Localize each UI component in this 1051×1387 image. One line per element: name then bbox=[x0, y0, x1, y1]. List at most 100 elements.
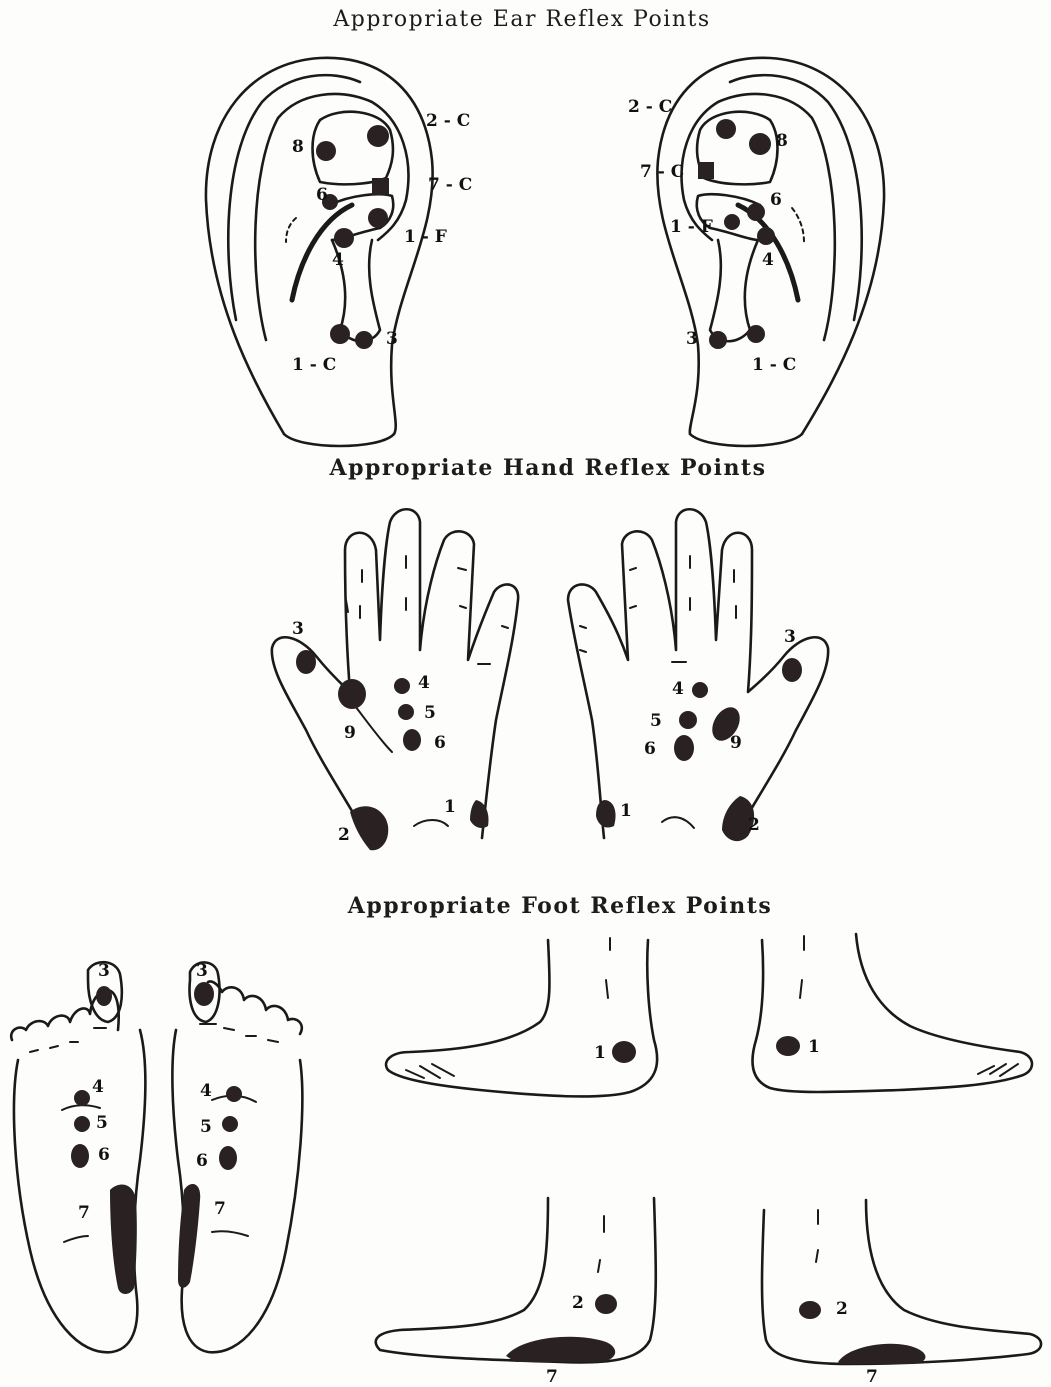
right-ear-point-7c bbox=[698, 162, 714, 179]
right-hand-label-9: 9 bbox=[730, 733, 742, 753]
side-foot-bottom-right-label-7: 7 bbox=[866, 1367, 878, 1387]
right-ear-label-1c: 1 - C bbox=[752, 355, 796, 375]
left-ear-label-4: 4 bbox=[332, 250, 344, 270]
left-ear-dash bbox=[286, 218, 296, 242]
side-foot-bottom-right: 2 7 bbox=[762, 1200, 1041, 1387]
right-ear-lobe bbox=[690, 434, 802, 446]
side-foot-top-left-point-1 bbox=[612, 1041, 636, 1063]
side-foot-bottom-right-point-2 bbox=[799, 1301, 821, 1319]
side-foot-bottom-left-point-7 bbox=[506, 1337, 615, 1362]
right-ear-label-6: 6 bbox=[770, 190, 782, 210]
left-hand-palm-line bbox=[352, 702, 392, 752]
right-ear-label-1f: 1 - F bbox=[670, 217, 713, 237]
right-sole-label-7: 7 bbox=[214, 1199, 226, 1219]
right-hand-label-6: 6 bbox=[644, 739, 656, 759]
left-sole-point-6 bbox=[71, 1144, 89, 1168]
left-hand-outline bbox=[272, 509, 518, 838]
left-ear-point-7c bbox=[372, 178, 389, 195]
left-hand-label-6: 6 bbox=[434, 733, 446, 753]
right-hand-point-6 bbox=[674, 735, 694, 761]
left-hand-point-2 bbox=[350, 806, 388, 850]
right-ear-dash bbox=[792, 208, 804, 242]
right-sole-label-3: 3 bbox=[196, 961, 208, 981]
left-ear-point-2c bbox=[367, 125, 389, 147]
hand-section-title: Appropriate Hand Reflex Points bbox=[329, 455, 767, 481]
left-sole-label-5: 5 bbox=[96, 1113, 108, 1133]
left-hand-point-9 bbox=[338, 679, 366, 709]
left-sole-label-3: 3 bbox=[98, 961, 110, 981]
left-ear-label-8: 8 bbox=[292, 137, 304, 157]
left-sole: 3 4 5 6 7 bbox=[11, 961, 145, 1352]
left-hand-wrist-mark bbox=[414, 820, 448, 826]
right-ear-label-7c: 7 - C bbox=[640, 162, 684, 182]
left-hand-label-3: 3 bbox=[292, 619, 304, 639]
right-hand-label-3: 3 bbox=[784, 627, 796, 647]
left-ear-label-2c: 2 - C bbox=[426, 111, 470, 131]
foot-section-title: Appropriate Foot Reflex Points bbox=[347, 893, 773, 919]
left-ear-point-4 bbox=[334, 228, 354, 248]
right-ear-label-4: 4 bbox=[762, 250, 774, 270]
left-ear-label-1c: 1 - C bbox=[292, 355, 336, 375]
right-hand-point-5 bbox=[679, 711, 697, 729]
side-foot-top-left-toes bbox=[406, 1064, 454, 1078]
right-ear-label-3: 3 bbox=[686, 329, 698, 349]
side-foot-top-right-point-1 bbox=[776, 1036, 800, 1056]
side-foot-bottom-left-label-2: 2 bbox=[572, 1293, 584, 1313]
right-hand-label-4: 4 bbox=[672, 679, 684, 699]
left-hand-label-9: 9 bbox=[344, 723, 356, 743]
left-sole-point-3 bbox=[96, 986, 112, 1006]
right-sole-toes bbox=[208, 981, 302, 1034]
right-hand-wrist-mark bbox=[662, 817, 694, 828]
right-ear-label-8: 8 bbox=[776, 131, 788, 151]
left-hand-point-4 bbox=[394, 678, 410, 694]
right-sole: 3 4 5 6 7 bbox=[172, 961, 302, 1352]
right-hand-point-3 bbox=[782, 658, 802, 682]
left-ear: 2 - C 8 7 - C 6 1 - F 4 3 1 - C bbox=[206, 58, 472, 446]
left-hand-point-3 bbox=[296, 650, 316, 674]
right-hand-point-1 bbox=[596, 800, 616, 828]
right-ear-point-1f bbox=[724, 214, 740, 230]
right-ear-point-4 bbox=[757, 227, 775, 245]
right-sole-toe-creases bbox=[200, 1024, 278, 1042]
side-foot-bottom-left: 2 7 bbox=[376, 1198, 656, 1387]
left-ear-label-6: 6 bbox=[316, 185, 328, 205]
right-hand-point-4 bbox=[692, 682, 708, 698]
side-foot-top-right-toes bbox=[978, 1064, 1018, 1076]
left-hand-label-4: 4 bbox=[418, 673, 430, 693]
left-ear-label-1f: 1 - F bbox=[404, 227, 447, 247]
side-foot-bottom-right-outline bbox=[762, 1200, 1041, 1364]
right-ear-outline bbox=[657, 58, 884, 434]
right-ear-label-2c: 2 - C bbox=[628, 97, 672, 117]
left-hand-label-2: 2 bbox=[338, 825, 350, 845]
side-foot-top-left-outline bbox=[386, 940, 657, 1096]
right-sole-point-3 bbox=[194, 982, 214, 1006]
left-sole-point-5 bbox=[74, 1116, 90, 1132]
right-sole-point-5 bbox=[222, 1116, 238, 1132]
right-hand-label-1: 1 bbox=[620, 801, 632, 821]
side-foot-top-right-ankle-mark bbox=[800, 936, 804, 998]
right-hand-label-2: 2 bbox=[748, 815, 760, 835]
left-ear-label-3: 3 bbox=[386, 329, 398, 349]
side-foot-bottom-right-point-7 bbox=[838, 1344, 925, 1364]
right-sole-label-5: 5 bbox=[200, 1117, 212, 1137]
side-foot-top-left-label-1: 1 bbox=[594, 1043, 606, 1063]
right-hand-label-5: 5 bbox=[650, 711, 662, 731]
right-sole-point-4 bbox=[226, 1086, 242, 1102]
right-ear-point-3 bbox=[709, 331, 727, 349]
left-sole-label-7: 7 bbox=[78, 1203, 90, 1223]
side-foot-top-left: 1 bbox=[386, 938, 657, 1096]
left-sole-toe-creases bbox=[30, 1028, 106, 1052]
left-hand-point-6 bbox=[403, 729, 421, 751]
left-ear-lobe bbox=[284, 434, 394, 446]
right-hand: 3 4 5 9 6 1 2 bbox=[568, 509, 828, 841]
left-sole-label-4: 4 bbox=[92, 1077, 104, 1097]
left-sole-point-4 bbox=[74, 1090, 90, 1106]
right-ear-point-2c bbox=[716, 119, 736, 139]
side-foot-bottom-left-label-7: 7 bbox=[546, 1367, 558, 1387]
right-ear-point-8 bbox=[749, 133, 771, 155]
left-ear-point-8 bbox=[316, 141, 336, 161]
left-ear-point-1f bbox=[368, 208, 388, 228]
left-sole-label-6: 6 bbox=[98, 1145, 110, 1165]
left-sole-crease-2 bbox=[64, 1236, 88, 1242]
